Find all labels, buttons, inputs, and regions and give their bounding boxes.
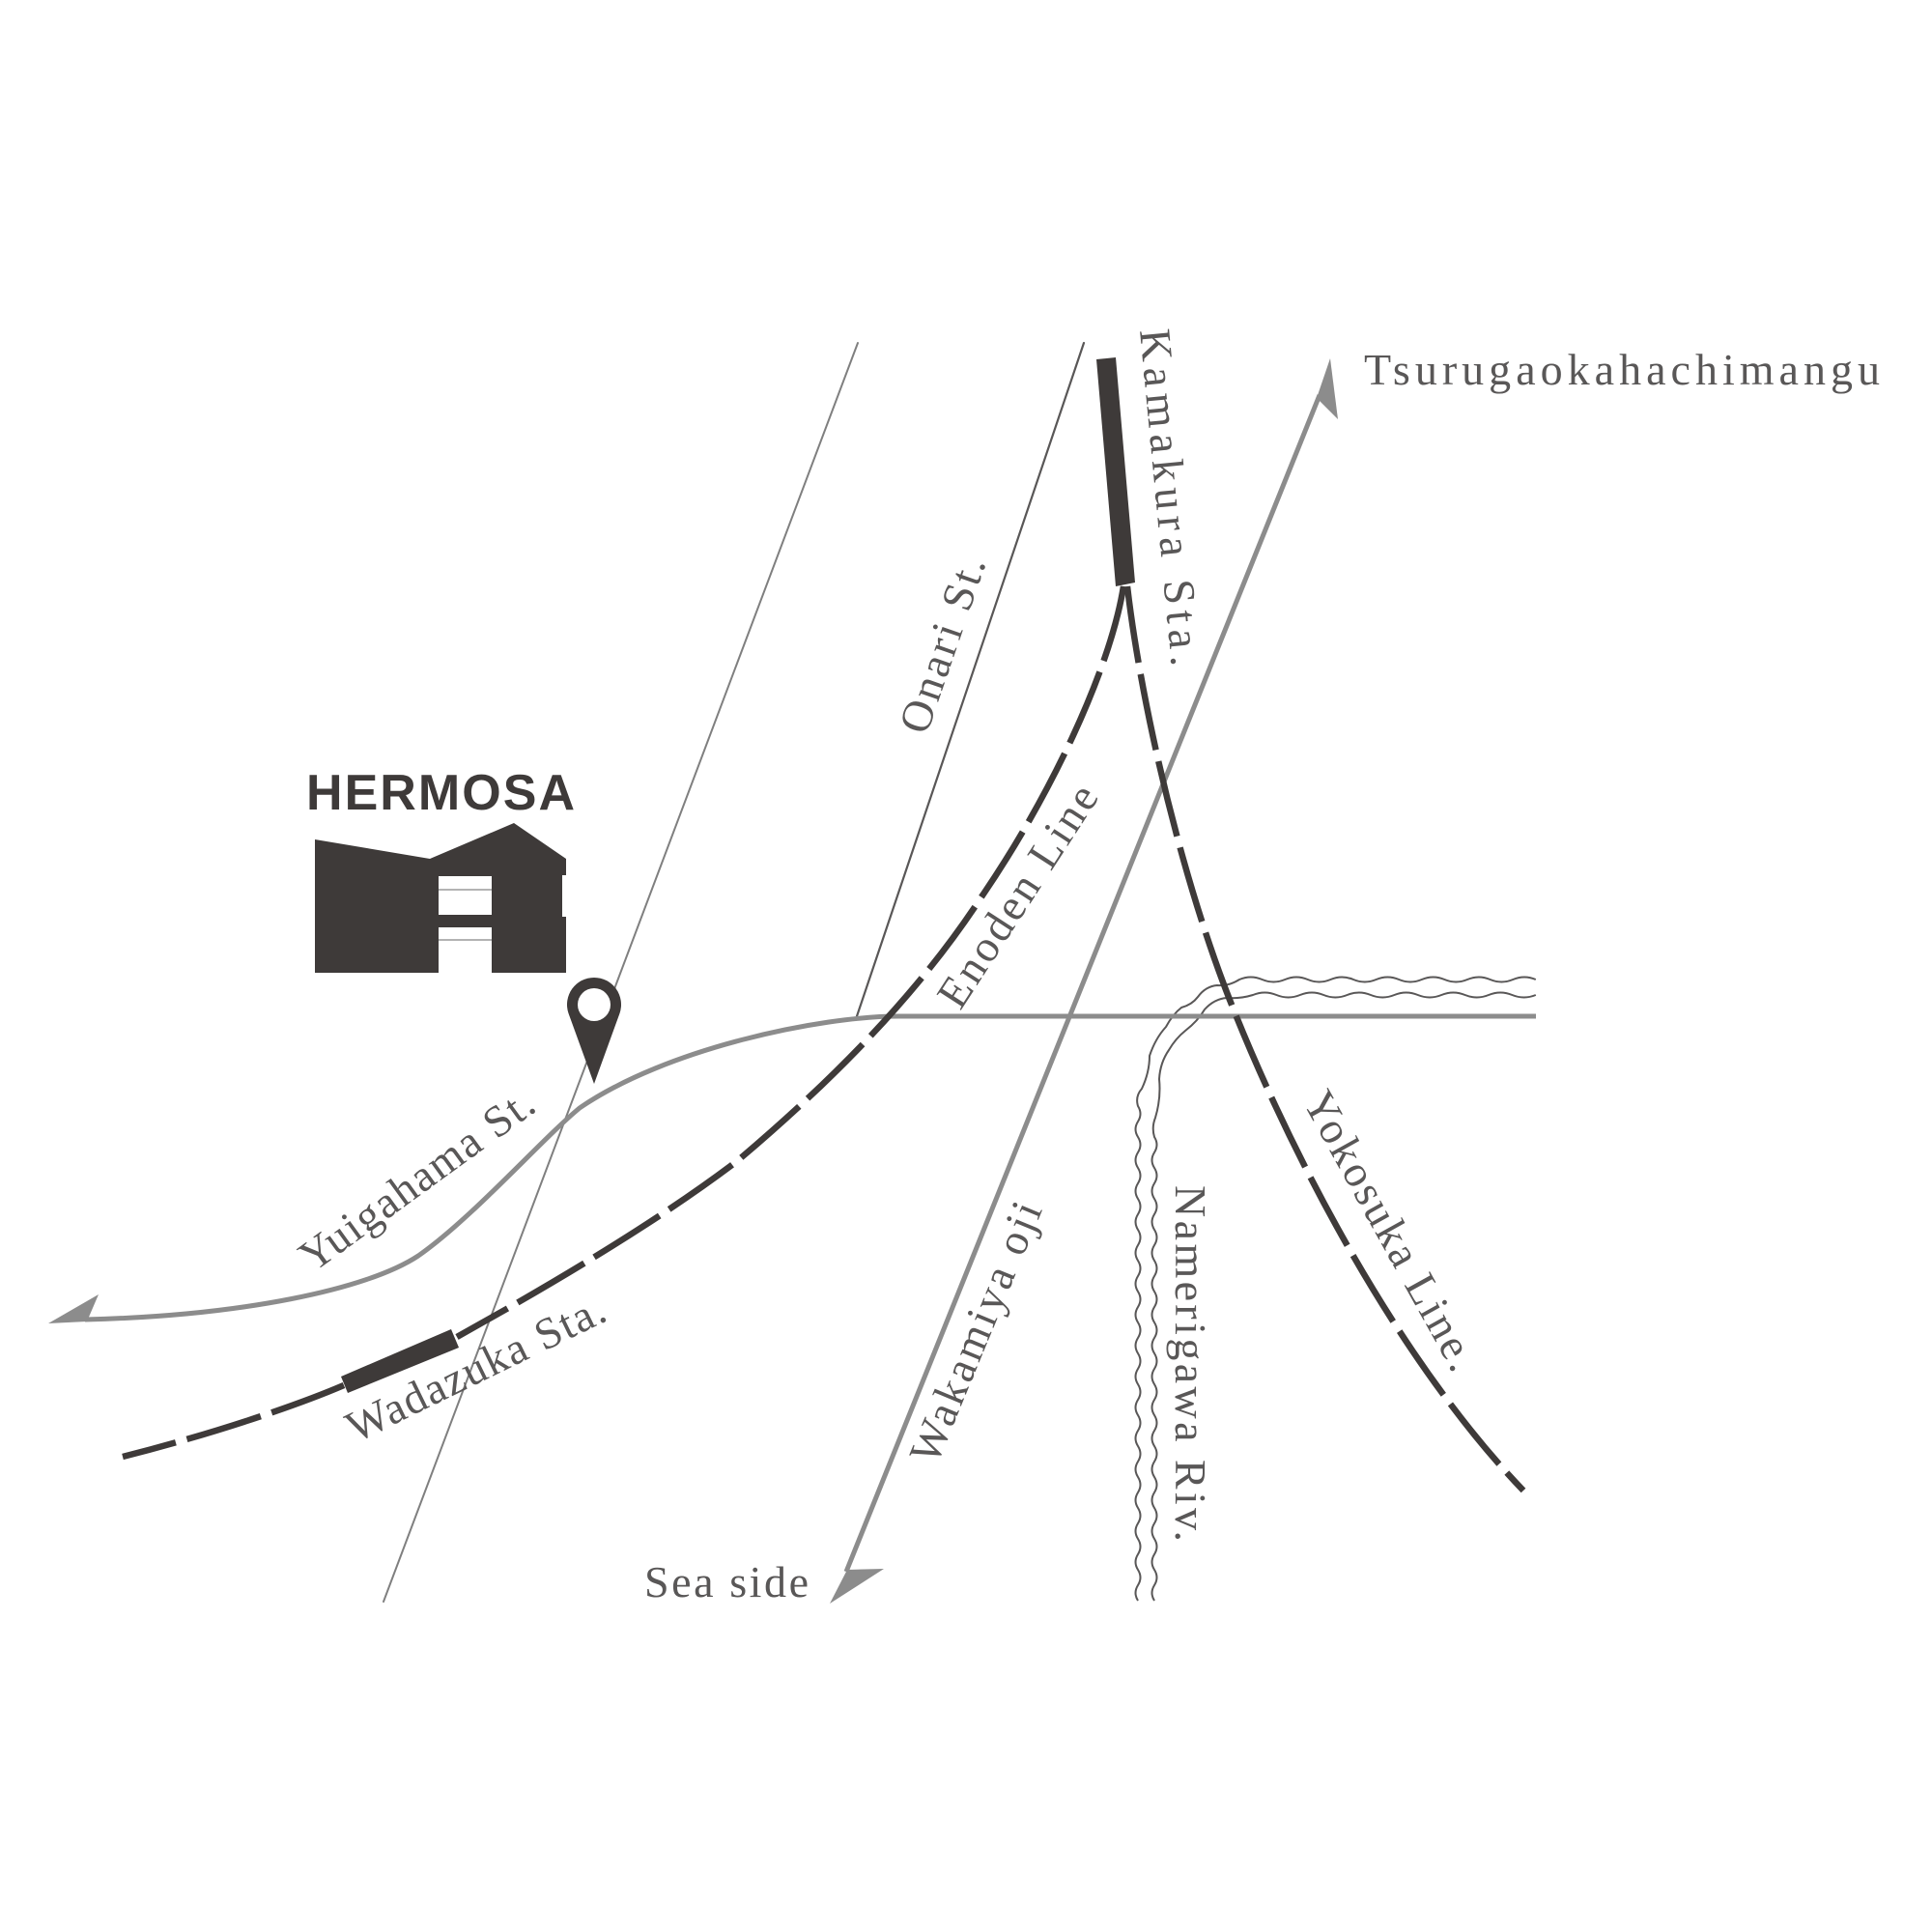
minor-street: [383, 342, 859, 1603]
kamakura-station-label: Kamakura Sta.: [1130, 327, 1211, 668]
wakamiya-road: [843, 394, 1322, 1573]
sea-side-label: Sea side: [644, 1557, 809, 1606]
yuigahama-road: [84, 1013, 1536, 1322]
house-window: [439, 876, 492, 915]
house-icon: [315, 823, 566, 973]
enoden-line-track-west: [122, 1382, 346, 1461]
onari-street-label: Onari St.: [889, 550, 995, 739]
arrow-down-icon: [830, 1569, 884, 1604]
pin-hole: [578, 988, 611, 1021]
brand-name: HERMOSA: [306, 765, 575, 821]
yokosuka-line-label: Yokosuka Line.: [1293, 1082, 1488, 1378]
house-door: [439, 927, 492, 973]
wakamiya-oji-label: Wakamiya oji: [899, 1194, 1051, 1470]
wakamiya-oji-street: [830, 358, 1338, 1604]
river-bank-outer: [1134, 976, 1537, 1602]
arrow-left-icon: [48, 1294, 99, 1323]
onari-street: [855, 341, 1086, 1018]
yuigahama-street: [48, 1013, 1536, 1323]
namerigawa-river-label: Namerigawa Riv.: [1166, 1185, 1215, 1542]
map-pin-icon: [567, 977, 621, 1084]
kamakura-station-marker: [1096, 357, 1135, 586]
river-bank-inner: [1151, 991, 1537, 1602]
tsurugaokahachimangu-label: Tsurugaokahachimangu: [1364, 345, 1880, 394]
arrow-up-icon: [1317, 358, 1338, 419]
wadazuka-station-marker: [341, 1329, 459, 1393]
namerigawa-river: [1134, 976, 1537, 1602]
enoden-line-label: Enoden Line: [927, 775, 1108, 1016]
yokosuka-line-track: [1123, 585, 1526, 1493]
enoden-line-track: [455, 585, 1127, 1340]
